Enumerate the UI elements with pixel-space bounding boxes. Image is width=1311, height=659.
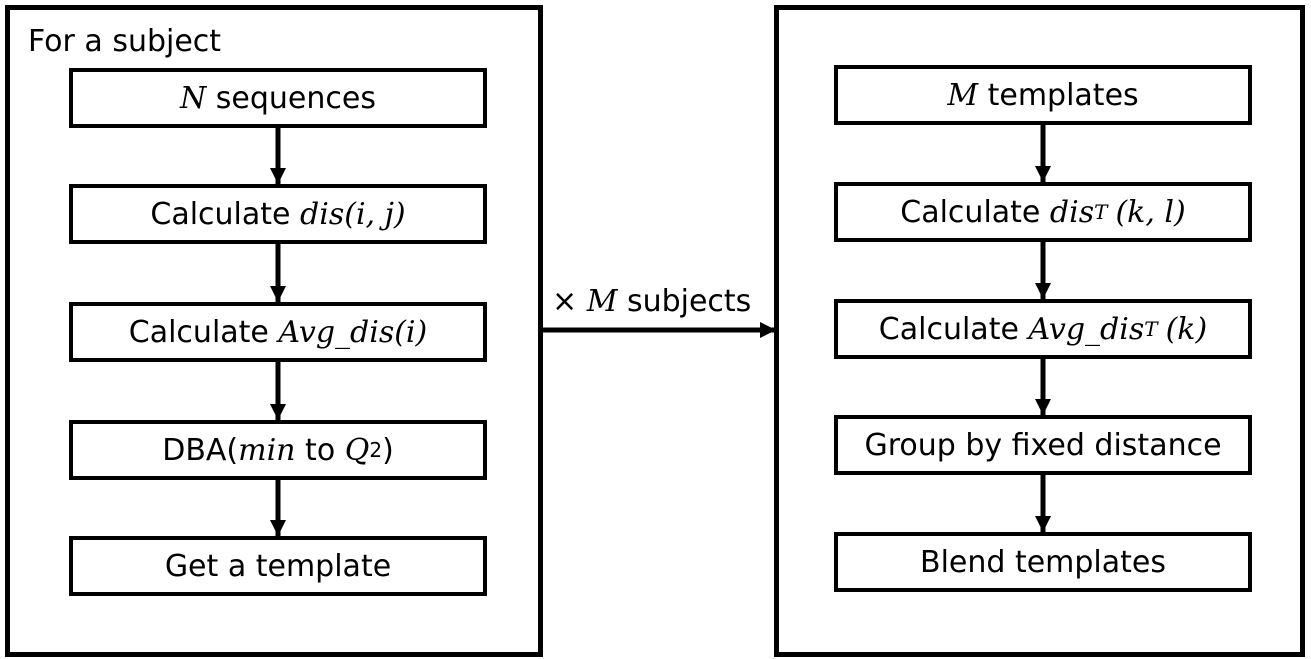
- step-paren: (i): [394, 314, 428, 350]
- step-math: Avg_dis: [1028, 311, 1145, 347]
- step-math: N: [180, 80, 207, 116]
- step-get-template: Get a template: [69, 536, 487, 596]
- step-paren: (i, j): [344, 196, 406, 232]
- step-text: Blend templates: [919, 544, 1167, 580]
- step-n-sequences: N sequences: [69, 68, 487, 128]
- step-prefix: DBA(: [162, 432, 239, 468]
- step-mid: to: [295, 432, 345, 468]
- step-math: min: [238, 432, 296, 468]
- step-math: Avg_dis: [278, 314, 395, 350]
- step-math: dis: [300, 196, 345, 232]
- step-text: Calculate: [150, 196, 301, 232]
- step-subscript: T: [1094, 200, 1108, 224]
- step-text: sequences: [206, 80, 376, 116]
- step-paren: (k): [1165, 311, 1208, 347]
- step-m-templates: M templates: [834, 65, 1252, 125]
- step-suffix: ): [382, 432, 394, 468]
- step-calculate-avg-dis: Calculate Avg_dis(i): [69, 302, 487, 362]
- step-text: templates: [978, 77, 1139, 113]
- step-subscript: 2: [369, 438, 383, 462]
- multiplier-label: × M subjects: [552, 284, 751, 319]
- step-text: Calculate: [128, 314, 279, 350]
- step-math-q: Q: [344, 432, 370, 468]
- multiplier-text: subjects: [617, 284, 752, 319]
- step-text: Calculate: [900, 194, 1050, 230]
- multiplier-prefix: ×: [552, 284, 587, 319]
- step-paren: (k, l): [1115, 194, 1186, 230]
- step-math: dis: [1049, 194, 1095, 230]
- step-calculate-dis: Calculate dis(i, j): [69, 184, 487, 244]
- multiplier-math: M: [586, 284, 618, 319]
- step-text: Group by fixed distance: [864, 427, 1222, 463]
- left-panel-title: For a subject: [28, 24, 222, 59]
- step-text: Calculate: [878, 311, 1029, 347]
- step-subscript: T: [1144, 317, 1158, 341]
- step-blend-templates: Blend templates: [834, 532, 1252, 592]
- step-text: Get a template: [164, 548, 392, 584]
- step-group-by-distance: Group by fixed distance: [834, 415, 1252, 475]
- step-math: M: [947, 77, 979, 113]
